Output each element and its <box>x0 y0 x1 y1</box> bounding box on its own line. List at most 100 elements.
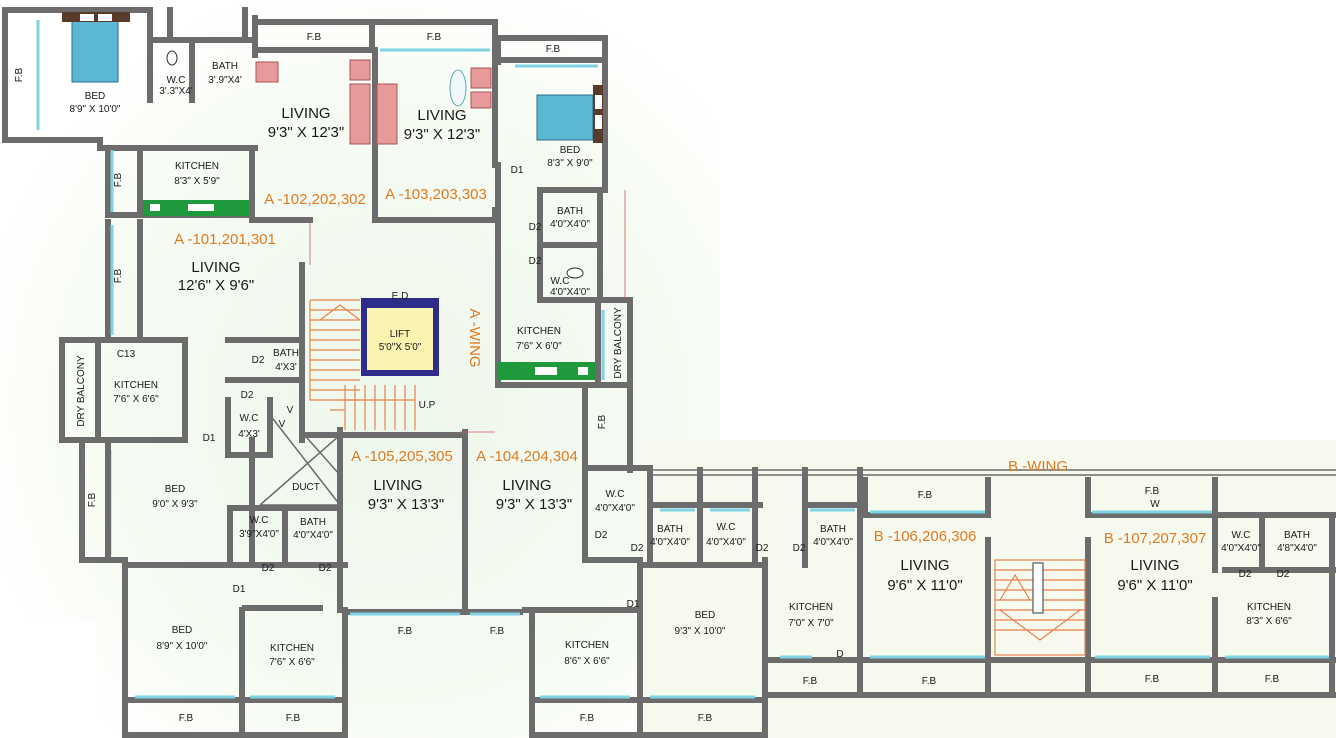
fb-bottom-3: F.B <box>580 713 595 724</box>
kitchen-low-b-name: KITCHEN <box>565 640 609 651</box>
v-label-2: V <box>279 419 286 430</box>
d2-j: D2 <box>793 543 806 554</box>
bath-low-size: 4'0"X4'0" <box>293 530 333 541</box>
living-102-name: LIVING <box>281 105 330 122</box>
dry-balcony-right: DRY BALCONY <box>613 307 624 379</box>
living-104-name: LIVING <box>502 477 551 494</box>
b-wing-label: B -WING <box>1008 458 1068 475</box>
kitchen-low-b-size: 8'6" X 6'6" <box>564 656 610 667</box>
sofa-icon <box>470 67 492 89</box>
fb-b-low-2: F.B <box>922 676 937 687</box>
kitchen-b2-size: 8'3" X 6'6" <box>1246 616 1292 627</box>
living-104-size: 9'3" X 13'3" <box>496 496 572 513</box>
lift-size: 5'0"X 5'0" <box>379 342 422 353</box>
d2-l: D2 <box>1277 569 1290 580</box>
lift-cabin <box>367 308 433 370</box>
fb-b-low-3: F.B <box>1145 674 1160 685</box>
wc-b2-name: W.C <box>717 522 736 533</box>
sofa-icon <box>349 83 371 145</box>
dry-balcony-left: DRY BALCONY <box>76 355 87 427</box>
bed-left-mid-size: 9'0" X 9'3" <box>152 499 198 510</box>
table-icon <box>449 69 467 107</box>
bath-top-name: BATH <box>212 61 238 72</box>
sofa-icon <box>470 91 492 109</box>
kitchen-low-a-name: KITCHEN <box>270 643 314 654</box>
kitchen-left-size: 7'6" X 6'6" <box>113 394 159 405</box>
wc-b1-size: 4'0"X4'0" <box>595 503 635 514</box>
bed-left-mid-name: BED <box>165 484 186 495</box>
kitchen-right-name: KITCHEN <box>517 326 561 337</box>
bath-right-size: 4'0"X4'0" <box>550 219 590 230</box>
furniture <box>62 12 1086 656</box>
wc-top-size: 3'.3"X4' <box>159 86 193 97</box>
d1-low-left: D1 <box>233 584 246 595</box>
unit-a-105: A -105,205,305 <box>351 448 453 465</box>
fb-b2: F.B <box>1145 486 1160 497</box>
bath-mid-size: 4'X3' <box>275 362 297 373</box>
d2-d: D2 <box>241 390 254 401</box>
fb-low-mid-a: F.B <box>398 626 413 637</box>
unit-b-107: B -107,207,307 <box>1104 530 1207 547</box>
living-102-size: 9'3" X 12'3" <box>268 124 344 141</box>
fb-top-a: F.B <box>307 32 322 43</box>
kitchen-left-name: KITCHEN <box>114 380 158 391</box>
d2-c: D2 <box>252 355 265 366</box>
kitchen-top-size: 8'3" X 5'9" <box>174 176 220 187</box>
bed-low-right-name: BED <box>695 610 716 621</box>
bed-low-left-size: 8'9" X 10'0" <box>157 641 208 652</box>
sofa-icon <box>376 83 398 145</box>
fb-top-b: F.B <box>427 32 442 43</box>
unit-b-106: B -106,206,306 <box>874 528 977 545</box>
bed-right-size: 8'3" X 9'0" <box>547 158 593 169</box>
d2-h: D2 <box>631 543 644 554</box>
b-wing-walls <box>647 467 1336 698</box>
bath-b3-size: 4'8"X4'0" <box>1277 543 1317 554</box>
d-b1: D <box>836 649 843 660</box>
sofa-icon <box>349 59 371 81</box>
bed-top-left-icon <box>71 14 119 83</box>
living-103-size: 9'3" X 12'3" <box>404 126 480 143</box>
toilet-icon <box>566 267 584 279</box>
living-107-size: 9'6" X 11'0" <box>1117 577 1192 594</box>
d2-k: D2 <box>1239 569 1252 580</box>
bed-low-left-name: BED <box>172 625 193 636</box>
wc-b3-name: W.C <box>1232 530 1251 541</box>
sofa-icon <box>255 61 279 83</box>
fb-left-mid: F.B <box>113 268 124 283</box>
living-105-name: LIVING <box>373 477 422 494</box>
wc-right-name: W.C <box>551 276 570 287</box>
fb-b-low-1: F.B <box>803 676 818 687</box>
d2-g: D2 <box>319 563 332 574</box>
d2-e: D2 <box>595 530 608 541</box>
w-b2: W <box>1150 499 1160 510</box>
fb-b1: F.B <box>918 490 933 501</box>
wc-b3-size: 4'0"X4'0" <box>1221 543 1261 554</box>
kitchen-b1-name: KITCHEN <box>789 602 833 613</box>
unit-a-101: A -101,201,301 <box>174 231 276 248</box>
kitchen-top-name: KITCHEN <box>175 161 219 172</box>
d2-f: D2 <box>262 563 275 574</box>
bath-b1-name: BATH <box>657 524 683 535</box>
bath-b2-name: BATH <box>820 524 846 535</box>
d1-left: D1 <box>203 433 216 444</box>
fb-kitchen-top: F.B <box>113 172 124 187</box>
lift-name: LIFT <box>390 329 411 340</box>
living-106-size: 9'6" X 11'0" <box>887 577 962 594</box>
unit-a-104: A -104,204,304 <box>476 448 578 465</box>
unit-a-102: A -102,202,302 <box>264 191 366 208</box>
fb-b-low-4: F.B <box>1265 674 1280 685</box>
wc-mid-size: 4'X3' <box>238 429 260 440</box>
labels: BED 8'9" X 10'0" W.C 3'.3"X4' BATH 3'.9"… <box>14 32 1317 724</box>
fb-top-left: F.B <box>14 67 25 82</box>
fb-right-mid: F.B <box>597 414 608 429</box>
bed-low-right-size: 9'3" X 10'0" <box>675 626 726 637</box>
up-label: U.P <box>419 400 436 411</box>
a-wing-label: A -WING <box>466 308 483 367</box>
bed-top-left-name: BED <box>85 91 106 102</box>
wc-b1-name: W.C <box>606 489 625 500</box>
fb-bottom-4: F.B <box>698 713 713 724</box>
c13-label: C13 <box>117 349 136 360</box>
bath-right-name: BATH <box>557 206 583 217</box>
living-101-name: LIVING <box>191 259 240 276</box>
